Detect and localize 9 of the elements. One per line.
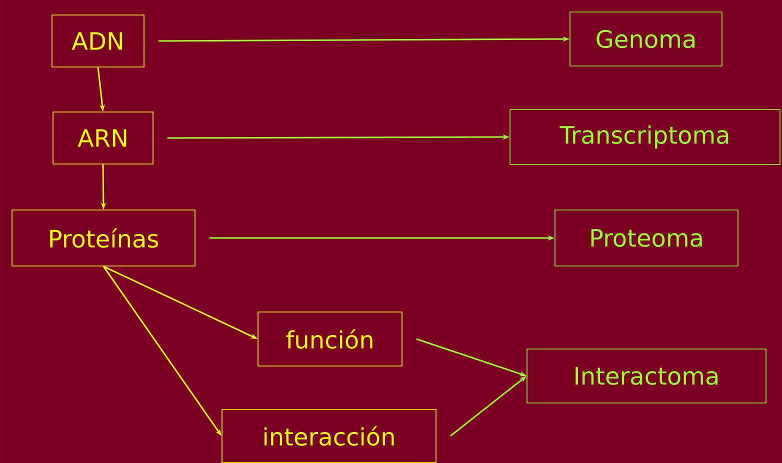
- label-box: ARN: [52, 112, 154, 164]
- label-box: Genoma: [570, 12, 722, 66]
- label-box: Proteínas: [12, 210, 196, 266]
- label-box: Transcriptoma: [510, 109, 780, 165]
- label-box: ADN: [52, 14, 144, 68]
- label-box: Proteoma: [554, 210, 738, 266]
- label-box: Interactoma: [526, 348, 766, 404]
- label-box: función: [258, 312, 402, 366]
- label-box: interacción: [222, 409, 436, 463]
